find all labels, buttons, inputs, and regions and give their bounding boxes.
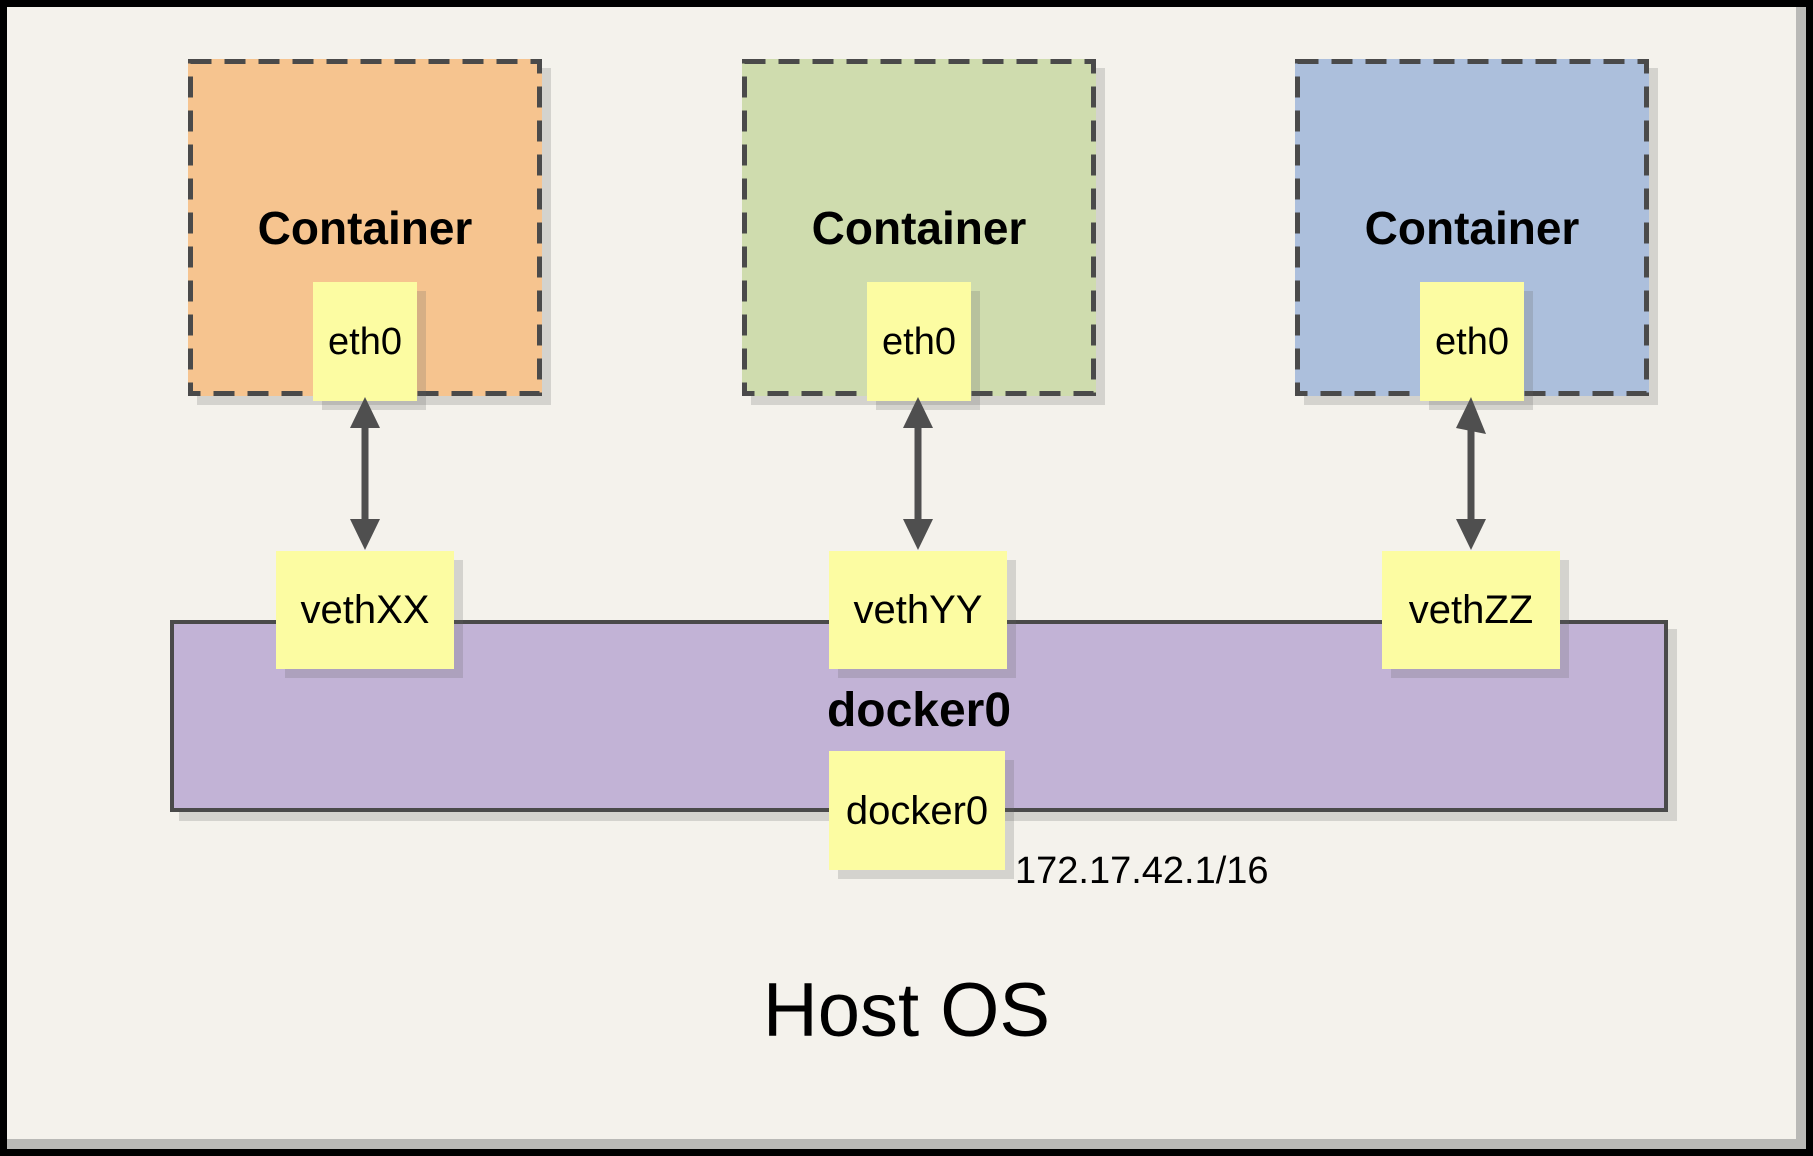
container-2-eth0-badge: eth0 — [867, 282, 971, 401]
container-box-1: Container eth0 — [188, 59, 542, 401]
vethxx-badge: vethXX — [276, 551, 454, 669]
container-3-eth0-label: eth0 — [1435, 320, 1509, 363]
docker0-interface-badge: docker0 — [829, 751, 1005, 870]
container-2-eth0-label: eth0 — [882, 320, 956, 363]
eth0-vethzz-arrow — [1456, 397, 1486, 550]
docker0-interface-label: docker0 — [845, 788, 989, 833]
vethzz-label: vethZZ — [1408, 588, 1534, 632]
host-os-title: Host OS — [762, 968, 1051, 1053]
vethzz-badge: vethZZ — [1382, 551, 1560, 669]
bridge-ip-label: 172.17.42.1/16 — [1015, 850, 1269, 892]
container-1-label: Container — [257, 201, 473, 254]
container-3-eth0-badge: eth0 — [1420, 282, 1524, 401]
docker0-bridge-label: docker0 — [826, 684, 1012, 737]
container-box-3: Container eth0 — [1295, 59, 1649, 401]
container-3-label: Container — [1364, 201, 1580, 254]
container-1-eth0-badge: eth0 — [313, 282, 417, 401]
eth0-vethxx-arrow — [350, 397, 380, 550]
container-box-2: Container eth0 — [742, 59, 1096, 401]
vethxx-label: vethXX — [300, 588, 430, 632]
container-2-label: Container — [811, 201, 1027, 254]
container-1-eth0-label: eth0 — [328, 320, 402, 363]
vethyy-label: vethYY — [853, 588, 983, 632]
eth0-vethyy-arrow — [903, 397, 933, 550]
vethyy-badge: vethYY — [829, 551, 1007, 669]
